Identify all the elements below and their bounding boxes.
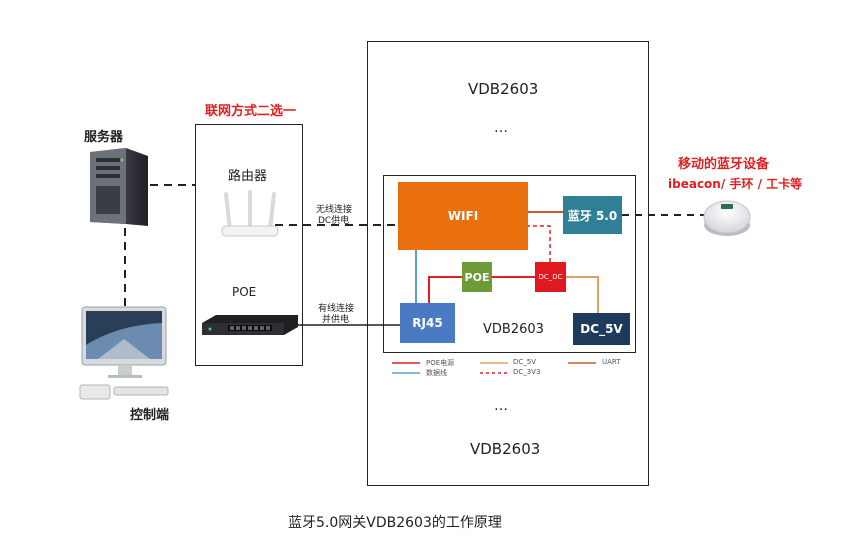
legend-poe-power: POE电源	[426, 359, 455, 367]
dc5v-block: DC_5V	[573, 313, 630, 345]
ibeacon-device-icon	[703, 200, 751, 236]
workstation-icon	[79, 306, 169, 400]
router-icon	[221, 190, 279, 237]
router-label: 路由器	[228, 169, 268, 184]
bt-label: 蓝牙 5.0	[567, 208, 618, 223]
poe-block-label: POE	[464, 270, 490, 284]
dcdc-block: DC_DC	[535, 262, 566, 292]
ellipsis-bottom: …	[494, 398, 508, 414]
server-tower-icon	[90, 148, 148, 226]
wifi-block: WIFI	[398, 182, 528, 250]
dc5v-line	[566, 276, 599, 313]
control-label: 控制端	[130, 408, 170, 423]
mobile-subtitle: ibeacon/ 手环 / 工卡等	[668, 177, 803, 191]
poe-power-line-rj45-poe	[428, 276, 462, 303]
dc3v3-line	[527, 225, 551, 262]
vdb-rack-box	[367, 41, 649, 486]
dc5v-label: DC_5V	[580, 322, 623, 336]
diagram-caption: 蓝牙5.0网关VDB2603的工作原理	[288, 515, 502, 531]
bt-block: 蓝牙 5.0	[563, 196, 622, 234]
legend-dc5v: DC_5V	[513, 358, 537, 366]
vdb-top-label: VDB2603	[468, 80, 539, 98]
network-choice-box	[195, 124, 303, 366]
wireless-link-line2: DC供电	[318, 216, 350, 226]
rj45-block: RJ45	[400, 303, 455, 343]
legend-data-line: 数据线	[426, 369, 447, 377]
mobile-title: 移动的蓝牙设备	[678, 157, 770, 172]
wireless-link-line1: 无线连接	[316, 205, 353, 215]
network-choice-label: 联网方式二选一	[205, 104, 297, 119]
ellipsis-top: …	[494, 120, 508, 136]
vdb-board-box	[383, 175, 636, 353]
rj45-label: RJ45	[412, 316, 443, 330]
wired-link-line2: 并供电	[322, 315, 350, 325]
servers-label: 服务器	[84, 130, 124, 145]
dcdc-label: DC_DC	[538, 273, 563, 281]
wired-link-line1: 有线连接	[318, 304, 355, 314]
vdb-bottom-label: VDB2603	[470, 440, 541, 458]
legend-uart: UART	[602, 358, 621, 366]
wifi-label: WIFI	[447, 209, 479, 223]
vdb-inner-label: VDB2603	[483, 322, 544, 337]
legend-dc3v3: DC_3V3	[513, 368, 541, 376]
poe-label: POE	[232, 285, 257, 299]
poe-block: POE	[462, 262, 492, 292]
poe-switch-icon	[202, 315, 298, 335]
